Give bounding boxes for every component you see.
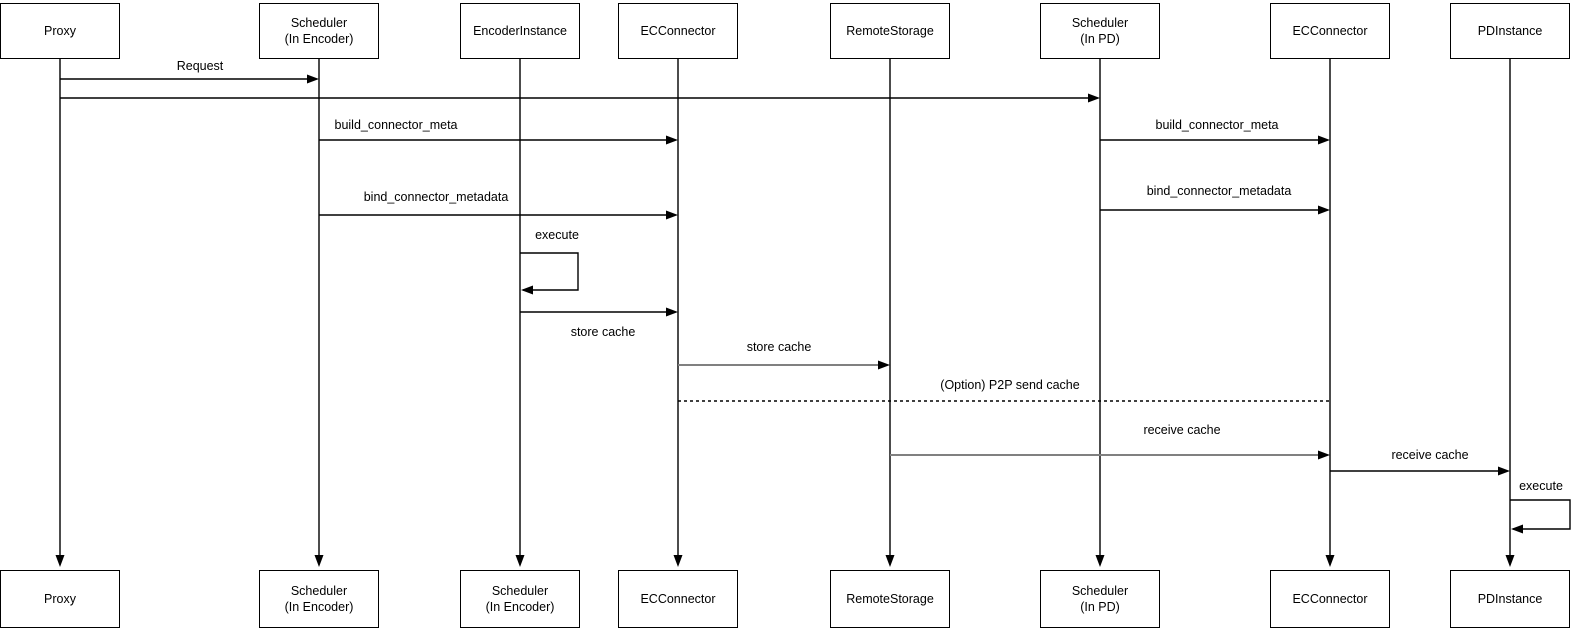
actor-top-label-ec-connector-encoder: ECConnector bbox=[640, 23, 716, 38]
message-arrowhead-proxy-to-scheduler-pd bbox=[1088, 93, 1100, 103]
message-label-request: Request bbox=[174, 58, 226, 74]
actor-bottom-box-remote-storage: RemoteStorage bbox=[830, 570, 950, 628]
actor-top-label-scheduler-pd: Scheduler (In PD) bbox=[1071, 15, 1129, 46]
message-arrowhead-encoder-store-cache bbox=[666, 307, 678, 317]
lifeline-arrowhead-proxy bbox=[55, 555, 65, 567]
actor-top-box-ec-connector-pd: ECConnector bbox=[1270, 3, 1390, 59]
message-arrowhead-receive-cache-connector bbox=[1318, 450, 1330, 460]
actor-bottom-label-ec-connector-encoder: ECConnector bbox=[640, 591, 716, 606]
actor-bottom-label-proxy: Proxy bbox=[44, 591, 76, 606]
actor-top-box-remote-storage: RemoteStorage bbox=[830, 3, 950, 59]
message-arrowhead-build-connector-meta-pd bbox=[1318, 135, 1330, 145]
actor-bottom-box-proxy: Proxy bbox=[0, 570, 120, 628]
actor-bottom-box-ec-connector-pd: ECConnector bbox=[1270, 570, 1390, 628]
message-label-receive-cache-pd: receive cache bbox=[1389, 447, 1471, 463]
actor-top-box-scheduler-pd: Scheduler (In PD) bbox=[1040, 3, 1160, 59]
message-label-p2p-send-cache: (Option) P2P send cache bbox=[938, 377, 1082, 393]
message-label-encoder-store-cache: store cache bbox=[568, 324, 638, 340]
lifeline-arrowhead-encoder-instance bbox=[515, 555, 525, 567]
self-message-label-execute-pd: execute bbox=[1517, 478, 1565, 494]
lifeline-arrowhead-pd-instance bbox=[1505, 555, 1515, 567]
lifeline-arrowhead-ec-connector-pd bbox=[1325, 555, 1335, 567]
self-message-label-execute-encoder: execute bbox=[533, 227, 581, 243]
actor-top-box-proxy: Proxy bbox=[0, 3, 120, 59]
actor-bottom-box-scheduler-encoder: Scheduler (In Encoder) bbox=[259, 570, 379, 628]
self-message-arrowhead-execute-encoder bbox=[521, 285, 533, 295]
lifeline-arrowhead-remote-storage bbox=[885, 555, 895, 567]
actor-top-label-ec-connector-pd: ECConnector bbox=[1292, 23, 1368, 38]
lifeline-arrowhead-ec-connector-encoder bbox=[673, 555, 683, 567]
message-label-build-connector-meta-encoder: build_connector_meta bbox=[332, 117, 460, 133]
message-arrowhead-bind-connector-metadata-pd bbox=[1318, 205, 1330, 215]
actor-top-box-encoder-instance: EncoderInstance bbox=[460, 3, 580, 59]
actor-bottom-label-ec-connector-pd: ECConnector bbox=[1292, 591, 1368, 606]
lifeline-arrowhead-scheduler-encoder bbox=[314, 555, 324, 567]
lifeline-arrowhead-scheduler-pd bbox=[1095, 555, 1105, 567]
message-arrowhead-bind-connector-metadata-encoder bbox=[666, 210, 678, 220]
message-arrowhead-store-cache-remote bbox=[878, 360, 890, 370]
actor-bottom-label-scheduler-pd: Scheduler (In PD) bbox=[1071, 583, 1129, 614]
message-arrowhead-request bbox=[307, 74, 319, 84]
actor-bottom-box-ec-connector-encoder: ECConnector bbox=[618, 570, 738, 628]
actor-bottom-label-remote-storage: RemoteStorage bbox=[846, 591, 934, 606]
actor-top-box-ec-connector-encoder: ECConnector bbox=[618, 3, 738, 59]
actor-bottom-label-scheduler-encoder: Scheduler (In Encoder) bbox=[284, 583, 354, 614]
message-label-bind-connector-metadata-pd: bind_connector_metadata bbox=[1144, 183, 1294, 199]
message-label-build-connector-meta-pd: build_connector_meta bbox=[1153, 117, 1281, 133]
actor-top-label-proxy: Proxy bbox=[44, 23, 76, 38]
self-message-loop-execute-pd bbox=[1510, 499, 1571, 530]
message-label-bind-connector-metadata-encoder: bind_connector_metadata bbox=[361, 189, 511, 205]
message-label-receive-cache-connector: receive cache bbox=[1141, 422, 1223, 438]
message-label-store-cache-remote: store cache bbox=[744, 339, 814, 355]
self-message-arrowhead-execute-pd bbox=[1511, 524, 1523, 534]
actor-top-label-scheduler-encoder: Scheduler (In Encoder) bbox=[284, 15, 354, 46]
message-arrowhead-build-connector-meta-encoder bbox=[666, 135, 678, 145]
actor-top-label-remote-storage: RemoteStorage bbox=[846, 23, 934, 38]
self-message-loop-execute-encoder bbox=[520, 252, 579, 291]
actor-bottom-label-encoder-instance: Scheduler (In Encoder) bbox=[485, 583, 555, 614]
actor-bottom-box-pd-instance: PDInstance bbox=[1450, 570, 1570, 628]
actor-bottom-label-pd-instance: PDInstance bbox=[1477, 591, 1543, 606]
actor-bottom-box-scheduler-pd: Scheduler (In PD) bbox=[1040, 570, 1160, 628]
actor-top-box-scheduler-encoder: Scheduler (In Encoder) bbox=[259, 3, 379, 59]
actor-top-label-encoder-instance: EncoderInstance bbox=[473, 23, 567, 38]
actor-top-label-pd-instance: PDInstance bbox=[1477, 23, 1543, 38]
actor-top-box-pd-instance: PDInstance bbox=[1450, 3, 1570, 59]
actor-bottom-box-encoder-instance: Scheduler (In Encoder) bbox=[460, 570, 580, 628]
message-arrowhead-receive-cache-pd bbox=[1498, 466, 1510, 476]
